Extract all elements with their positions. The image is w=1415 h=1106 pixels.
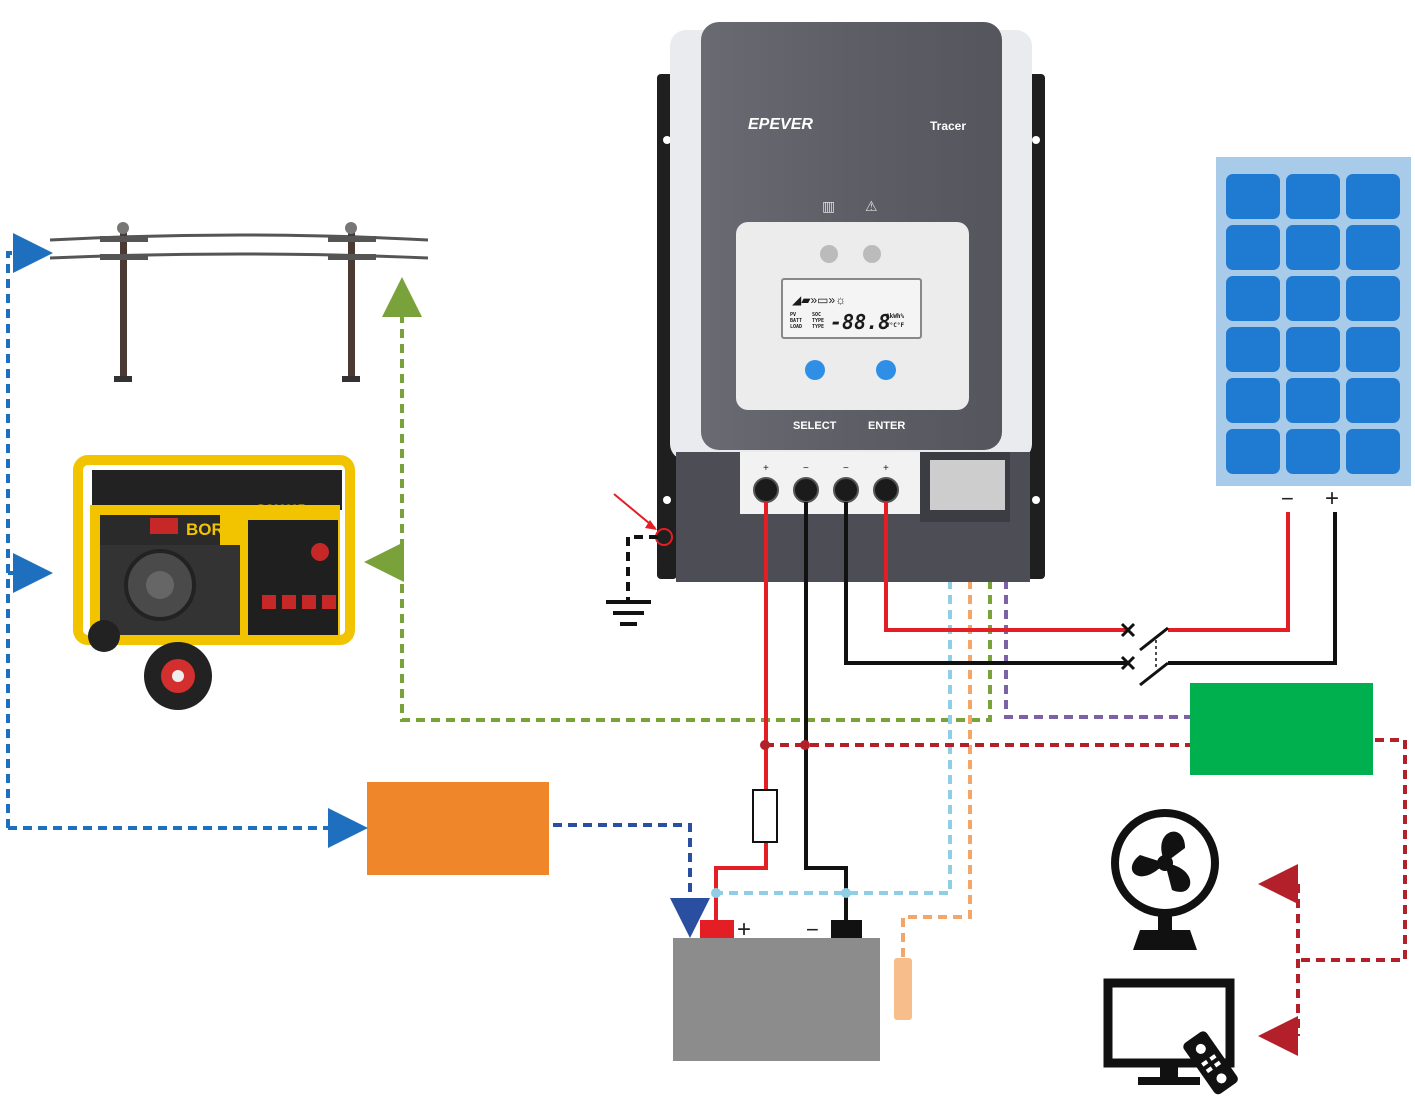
solar-plus-label: + xyxy=(1325,485,1339,512)
terminal-sign-4: + xyxy=(883,463,889,474)
enter-button[interactable] xyxy=(876,360,896,380)
solar-panel: − + xyxy=(1216,157,1411,512)
battery-minus-label: − xyxy=(806,917,819,942)
ground-icon xyxy=(606,535,658,626)
lcd-col-label-1: SOC xyxy=(812,312,821,318)
lcd-col-label-2: TYPE xyxy=(812,318,824,324)
remote-icon xyxy=(1183,1031,1238,1095)
terminal-sign-1: + xyxy=(763,463,769,474)
junction-dots xyxy=(711,740,851,898)
select-label: SELECT xyxy=(793,420,837,432)
lcd-col-label-3: TYPE xyxy=(812,324,824,330)
solar-cell xyxy=(1226,225,1280,270)
solar-cell xyxy=(1226,429,1280,474)
solar-cell xyxy=(1346,327,1400,372)
lcd-screen xyxy=(781,278,922,339)
pv-symbol-icon: ▥ xyxy=(822,198,835,214)
solar-cell xyxy=(1346,276,1400,321)
fan-icon xyxy=(1111,809,1219,950)
solar-cell xyxy=(1286,327,1340,372)
fuse-icon xyxy=(752,789,778,843)
generator-brand: BORIDE xyxy=(186,520,252,539)
terminal-sign-3: − xyxy=(843,463,849,474)
battery-positive-terminal xyxy=(700,920,734,938)
lcd-row-label-1: PV xyxy=(790,312,796,318)
generator-model: DS9000E xyxy=(258,503,305,515)
generator-start-lines xyxy=(364,277,992,722)
battery: + − xyxy=(673,916,880,1061)
enter-label: ENTER xyxy=(868,420,905,432)
load-lines xyxy=(765,738,1407,1056)
solar-cell xyxy=(1286,429,1340,474)
charger-to-battery-line xyxy=(553,823,710,938)
pv-wires xyxy=(844,502,1337,665)
solar-cell xyxy=(1226,327,1280,372)
controller: EPEVER Tracer ▥ ⚠ PV BATT LOAD SOC TYPE … xyxy=(655,22,1045,582)
solar-cell xyxy=(1226,174,1280,219)
solar-cells xyxy=(1226,174,1400,474)
solar-cell xyxy=(1346,174,1400,219)
tv-icon xyxy=(1103,978,1235,1085)
battery-negative-terminal xyxy=(831,920,862,938)
solar-cell xyxy=(1286,276,1340,321)
lcd-icons: ◢▰»▭»☼ xyxy=(792,293,846,307)
solar-cell xyxy=(1226,276,1280,321)
lcd-units: AkWh% xyxy=(886,313,904,320)
ground-pointer-arrow xyxy=(613,493,656,529)
power-line-icon xyxy=(49,222,429,382)
lcd-row-label-3: LOAD xyxy=(790,324,802,330)
lcd-value: -88.8 xyxy=(830,310,890,334)
solar-cell xyxy=(1226,378,1280,423)
generator-icon: BORIDE DS9000E xyxy=(73,455,355,710)
lcd-units-2: V°C°F xyxy=(886,322,904,329)
grid-signal-lines xyxy=(6,233,368,848)
controller-brand: EPEVER xyxy=(748,116,813,133)
terminal-sign-2: − xyxy=(803,463,809,474)
green-box xyxy=(1190,683,1373,775)
solar-cell xyxy=(1286,174,1340,219)
solar-cell xyxy=(1286,225,1340,270)
warning-icon: ⚠ xyxy=(865,198,878,214)
breaker-icon xyxy=(1120,622,1169,687)
select-button[interactable] xyxy=(805,360,825,380)
solar-cell xyxy=(1346,378,1400,423)
solar-cell xyxy=(1286,378,1340,423)
comm-line xyxy=(1004,535,1190,719)
battery-plus-label: + xyxy=(737,916,751,943)
remote-sensor-line xyxy=(901,535,972,960)
controller-model: Tracer xyxy=(930,119,966,133)
orange-box xyxy=(367,782,549,875)
solar-cell xyxy=(1346,429,1400,474)
temperature-sensor xyxy=(894,958,912,1020)
temp-sensor-line xyxy=(716,535,952,895)
lcd-row-label-2: BATT xyxy=(790,318,802,324)
solar-minus-label: − xyxy=(1281,486,1294,511)
solar-cell xyxy=(1346,225,1400,270)
